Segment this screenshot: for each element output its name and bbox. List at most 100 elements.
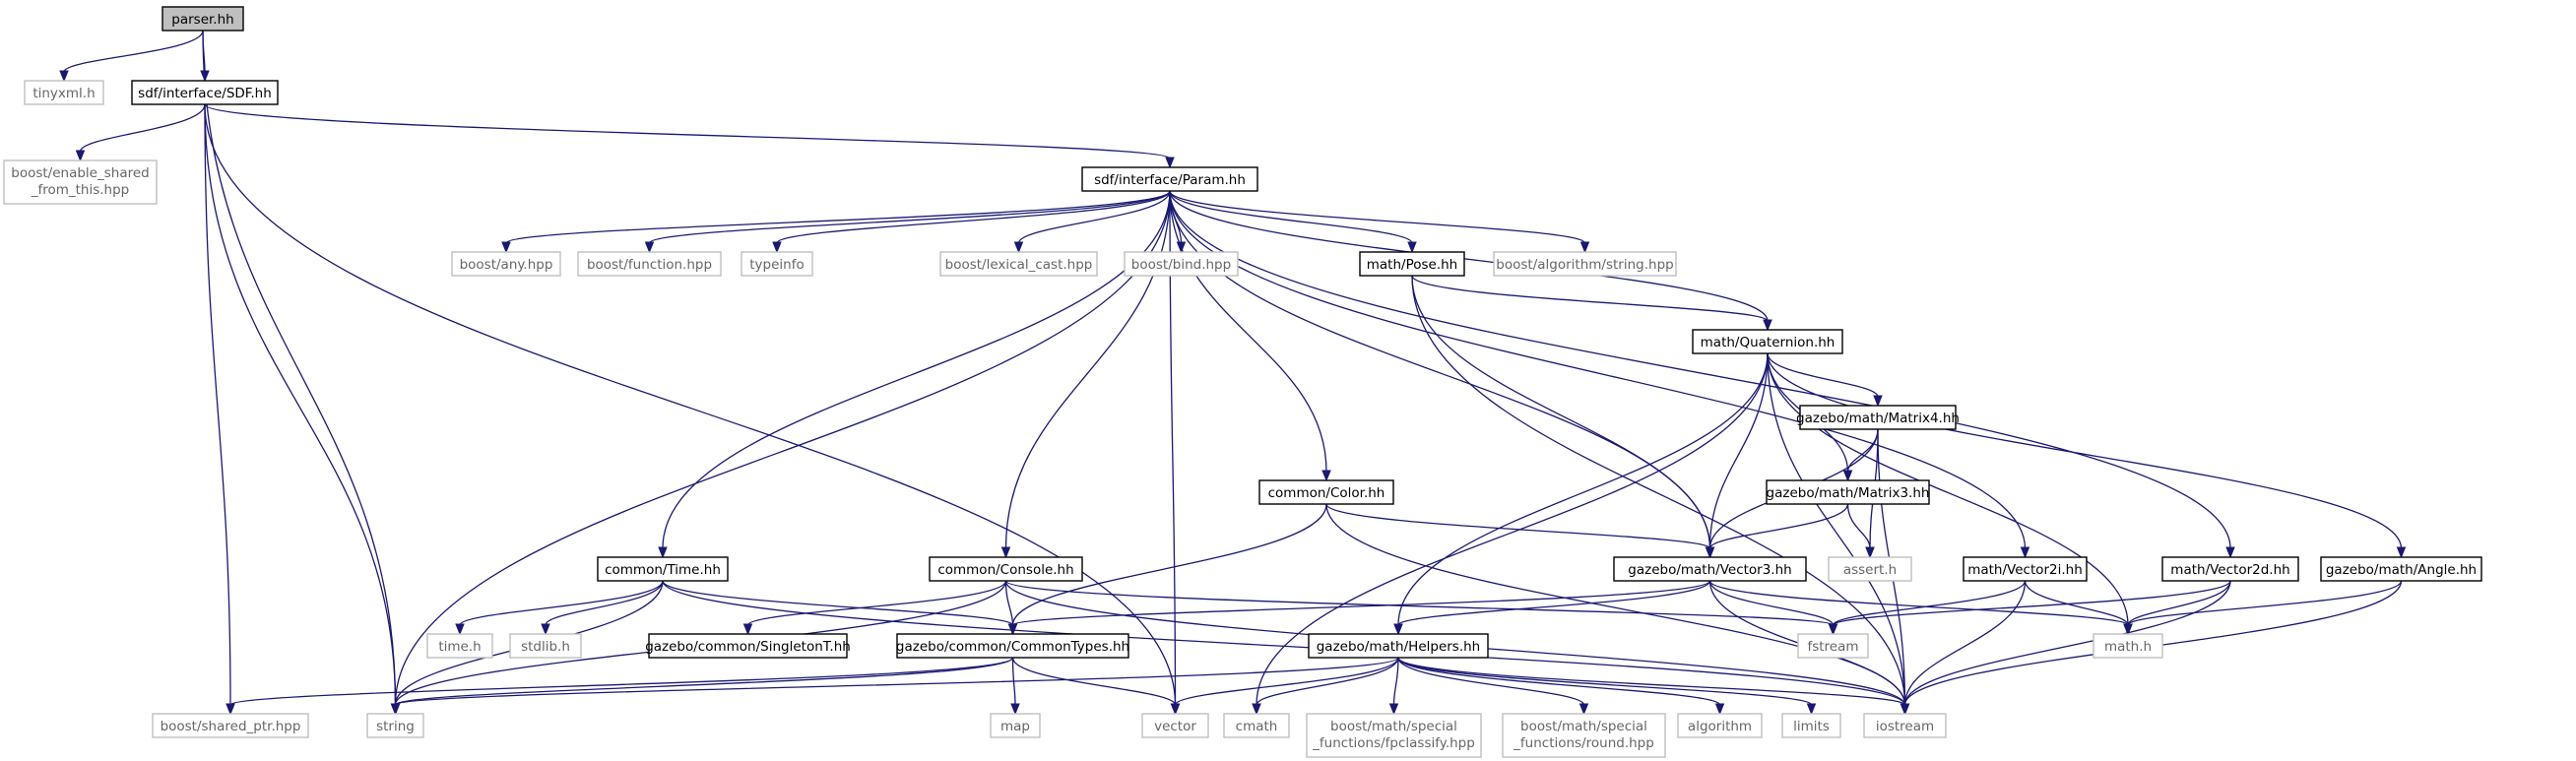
- arrowhead-sdf-to-param: [1165, 157, 1175, 169]
- arrowhead-vector3-to-commontypes: [1007, 623, 1018, 636]
- edge-time-to-stdlib_h: [545, 580, 664, 626]
- node-label-iostream-line-0: iostream: [1876, 719, 1934, 734]
- arrowhead-time-to-stdlib_h: [541, 623, 550, 636]
- node-label-math_h-line-0: math.h: [2104, 639, 2152, 655]
- node-label-enable_shared-line-0: boost/enable_shared: [11, 165, 149, 181]
- node-box-enable_shared: [3, 159, 158, 205]
- node-box-algorithm: [1677, 713, 1763, 738]
- arrowhead-helpers-to-fpclassify: [1388, 703, 1399, 716]
- node-time[interactable]: common/Time.hh: [597, 556, 729, 582]
- node-label-fpclassify-line-0: boost/math/special: [1330, 719, 1457, 734]
- node-vector2i[interactable]: math/Vector2i.hh: [1963, 556, 2088, 582]
- edge-matrix3-to-assert_h: [1846, 503, 1871, 549]
- node-box-lexical_cast: [939, 251, 1098, 277]
- node-round: boost/math/special_functions/round.hpp: [1502, 713, 1666, 758]
- node-quaternion[interactable]: math/Quaternion.hh: [1692, 329, 1843, 354]
- node-label-vector3-line-0: gazebo/math/Vector3.hh: [1628, 562, 1791, 578]
- edge-time-to-iostream: [662, 580, 1906, 706]
- node-label-round-line-0: boost/math/special: [1520, 719, 1647, 734]
- node-angle[interactable]: gazebo/math/Angle.hh: [2320, 556, 2482, 582]
- node-console[interactable]: common/Console.hh: [929, 556, 1083, 582]
- node-matrix3[interactable]: gazebo/math/Matrix3.hh: [1766, 479, 1930, 505]
- node-label-singleton-line-0: gazebo/common/SingletonT.hh: [645, 639, 851, 655]
- node-matrix4[interactable]: gazebo/math/Matrix4.hh: [1796, 405, 1960, 430]
- node-string: string: [366, 713, 424, 738]
- node-color[interactable]: common/Color.hh: [1258, 479, 1394, 505]
- node-enable_shared: boost/enable_shared_from_this.hpp: [3, 159, 158, 205]
- node-box-iostream: [1863, 713, 1947, 738]
- node-fpclassify: boost/math/special_functions/fpclassify.…: [1306, 713, 1482, 758]
- edge-pose-to-iostream: [1411, 275, 1906, 706]
- node-box-vector2d: [2161, 556, 2299, 582]
- arrowhead-angle-to-math_h: [2123, 623, 2133, 636]
- edge-console-to-singleton: [746, 580, 1007, 626]
- node-iostream: iostream: [1863, 713, 1947, 738]
- edge-color-to-commontypes: [1011, 503, 1327, 626]
- edge-vector2i-to-math_h: [2024, 580, 2129, 626]
- node-box-helpers: [1308, 633, 1489, 659]
- node-label-typeinfo-line-0: typeinfo: [749, 257, 804, 273]
- node-box-commontypes: [896, 633, 1129, 659]
- edge-helpers-to-cmath: [1256, 657, 1399, 706]
- node-box-color: [1258, 479, 1394, 505]
- arrowhead-vector2d-to-fstream: [1828, 623, 1838, 636]
- edge-color-to-vector3: [1325, 503, 1711, 549]
- edge-quaternion-to-iostream: [1767, 352, 1906, 706]
- arrowhead-quaternion-to-matrix4: [1873, 395, 1883, 408]
- arrowhead-commontypes-to-map: [1010, 703, 1020, 716]
- node-parser[interactable]: parser.hh: [161, 6, 244, 32]
- edge-commontypes-to-shared_ptr: [229, 657, 1014, 706]
- edge-param-to-vector3: [1169, 190, 1711, 549]
- node-box-pose: [1359, 251, 1465, 277]
- node-commontypes[interactable]: gazebo/common/CommonTypes.hh: [896, 633, 1129, 659]
- edge-param-to-pose: [1169, 190, 1413, 244]
- node-label-time-line-0: common/Time.hh: [605, 562, 721, 578]
- node-vector2d[interactable]: math/Vector2d.hh: [2161, 556, 2299, 582]
- node-pose[interactable]: math/Pose.hh: [1359, 251, 1465, 277]
- node-label-string-line-0: string: [376, 719, 415, 734]
- edge-pose-to-quaternion: [1411, 275, 1769, 322]
- arrowhead-param-to-alg_string: [1579, 241, 1590, 254]
- node-algorithm: algorithm: [1677, 713, 1763, 738]
- edge-sdf-to-enable_shared: [79, 103, 206, 153]
- edge-vector3-to-commontypes: [1011, 580, 1711, 626]
- node-cmath: cmath: [1223, 713, 1290, 738]
- node-box-shared_ptr: [152, 713, 309, 738]
- node-helpers[interactable]: gazebo/math/Helpers.hh: [1308, 633, 1489, 659]
- edge-quaternion-to-math_h: [1767, 352, 2129, 626]
- edge-console-to-commontypes: [1004, 580, 1014, 626]
- arrowhead-param-to-boost_any: [501, 241, 511, 254]
- node-box-alg_string: [1493, 251, 1677, 277]
- arrowhead-param-to-typeinfo: [772, 241, 782, 254]
- arrowhead-param-to-vector2i: [2020, 546, 2030, 559]
- edge-quaternion-to-vector3: [1708, 352, 1769, 549]
- edge-quaternion-to-cmath: [1256, 352, 1769, 706]
- arrowhead-param-to-pose: [1407, 241, 1417, 254]
- edge-angle-to-math_h: [2127, 580, 2403, 626]
- node-label-vector2d-line-0: math/Vector2d.hh: [2170, 562, 2289, 578]
- node-param[interactable]: sdf/interface/Param.hh: [1081, 166, 1258, 192]
- node-box-cmath: [1223, 713, 1290, 738]
- arrowhead-color-to-vector3: [1705, 546, 1715, 559]
- edge-quaternion-to-matrix4: [1767, 352, 1879, 398]
- arrowhead-helpers-to-string: [390, 703, 401, 716]
- arrowhead-param-to-console: [1000, 546, 1011, 559]
- node-math_h: math.h: [2093, 633, 2163, 659]
- node-box-sdf: [131, 80, 279, 105]
- node-singleton[interactable]: gazebo/common/SingletonT.hh: [645, 633, 851, 659]
- node-label-assert_h-line-0: assert.h: [1843, 562, 1897, 578]
- edge-commontypes-to-string: [394, 657, 1014, 706]
- node-label-angle-line-0: gazebo/math/Angle.hh: [2326, 562, 2477, 578]
- node-label-algorithm-line-0: algorithm: [1688, 719, 1752, 734]
- arrowhead-commontypes-to-shared_ptr: [225, 703, 235, 716]
- node-box-boost_function: [577, 251, 722, 277]
- node-label-lexical_cast-line-0: boost/lexical_cast.hpp: [945, 257, 1093, 273]
- arrowhead-quaternion-to-angle: [2396, 546, 2407, 559]
- node-box-angle: [2320, 556, 2482, 582]
- node-box-fstream: [1797, 633, 1869, 659]
- node-box-vector2i: [1963, 556, 2088, 582]
- node-label-vector-line-0: vector: [1154, 719, 1196, 734]
- node-sdf[interactable]: sdf/interface/SDF.hh: [131, 80, 279, 105]
- node-vector3[interactable]: gazebo/math/Vector3.hh: [1613, 556, 1807, 582]
- arrowhead-param-to-vector2d: [2225, 546, 2235, 559]
